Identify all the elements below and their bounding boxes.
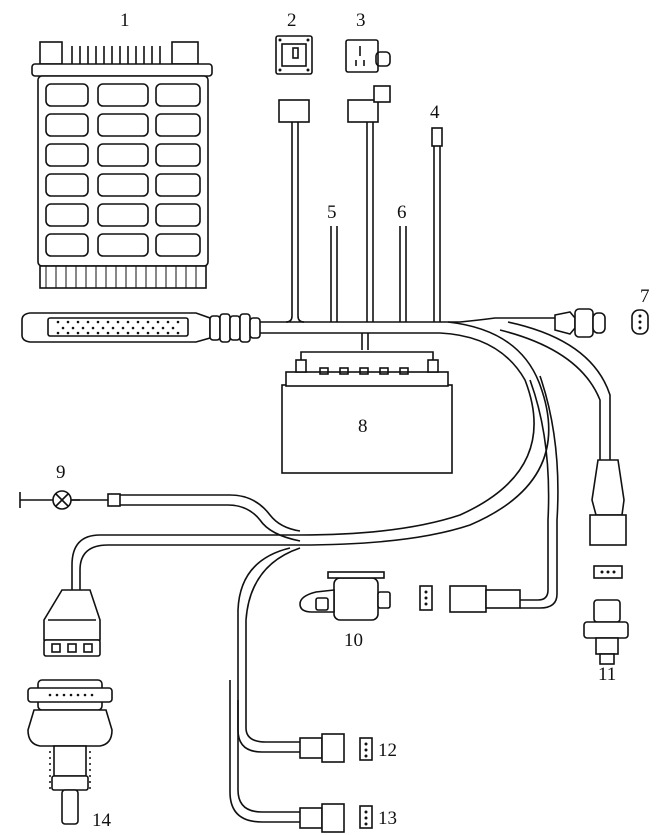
connector-7 [554, 308, 649, 338]
connector-12 [299, 733, 373, 763]
relay-3 [345, 39, 391, 123]
label-12: 12 [378, 740, 397, 761]
label-11: 11 [598, 664, 616, 685]
switch-11 [583, 459, 629, 665]
label-5: 5 [327, 202, 337, 223]
battery [281, 351, 453, 474]
label-14: 14 [92, 810, 112, 831]
harness-main-connector [21, 312, 261, 343]
label-6: 6 [397, 202, 407, 223]
sensor-10 [299, 571, 521, 621]
label-10: 10 [344, 630, 363, 651]
label-4: 4 [430, 102, 440, 123]
label-9: 9 [56, 462, 66, 483]
label-3: 3 [356, 10, 366, 31]
label-8: 8 [358, 416, 368, 437]
label-1: 1 [120, 10, 130, 31]
label-2: 2 [287, 10, 297, 31]
label-7: 7 [640, 286, 650, 307]
control-unit [31, 41, 213, 289]
label-13: 13 [378, 808, 397, 829]
connector-2 [275, 35, 313, 123]
harness-trunk [260, 122, 555, 350]
warning-lamp-9 [19, 490, 121, 510]
distributor-14 [27, 679, 113, 825]
harness-branches [71, 321, 611, 823]
connector-13 [299, 803, 373, 833]
plug-4 [431, 127, 443, 147]
connector-14-plug [43, 589, 101, 657]
